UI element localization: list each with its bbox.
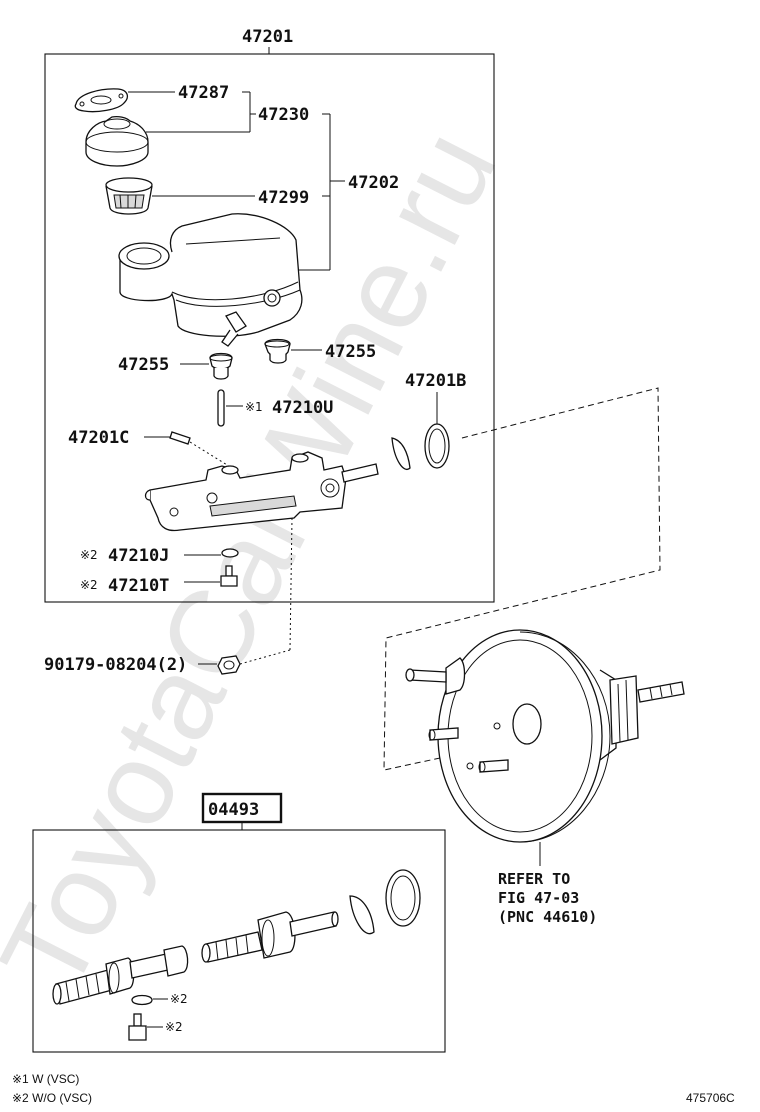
grommet-left [209,352,233,380]
brake-booster [405,629,685,843]
gasket-47210J [221,548,239,558]
grommet-right [264,338,291,364]
repair-kit-box [32,829,446,1053]
reservoir-strainer [105,177,153,215]
marker-1-47210U: ※1 [245,400,263,414]
part-label-47210U[interactable]: 47210U [272,398,333,418]
part-label-47210J[interactable]: 47210J [108,546,169,566]
secondary-piston [52,945,189,1005]
marker-2-kit-gasket: ※2 [170,992,188,1006]
legend-note-2: ※2 W/O (VSC) [12,1091,92,1105]
bleeder-plug-47210T [220,565,238,587]
refer-line-2: FIG 47-03 [498,889,579,907]
part-label-47201B[interactable]: 47201B [405,371,466,391]
kit-o-ring [385,869,421,927]
marker-2-47210T: ※2 [80,578,98,592]
snap-ring [391,437,411,470]
marker-2-kit-plug: ※2 [165,1020,183,1034]
part-label-47255-right[interactable]: 47255 [325,342,376,362]
legend-note-1: ※1 W (VSC) [12,1072,79,1086]
part-label-47202[interactable]: 47202 [348,173,399,193]
mounting-outline [383,387,661,771]
reservoir-cap-gasket [74,88,129,113]
part-label-47287[interactable]: 47287 [178,83,229,103]
straight-pin [169,431,191,445]
part-label-04493[interactable]: 04493 [208,800,259,820]
master-cylinder-body [144,451,379,532]
kit-bleeder-plug [128,1013,147,1041]
reservoir-pin [217,389,225,427]
figure-code: 475706C [686,1091,735,1105]
refer-line-1: REFER TO [498,870,570,888]
kit-label-box [201,792,283,824]
reservoir-cap [85,115,149,167]
nut-90179 [217,655,241,675]
primary-piston [201,911,339,963]
part-label-47230[interactable]: 47230 [258,105,309,125]
kit-snap-ring [349,895,375,935]
part-label-47255-left[interactable]: 47255 [118,355,169,375]
part-label-90179[interactable]: 90179-08204(2) [44,655,187,675]
reservoir-tank [118,213,303,347]
part-label-47201[interactable]: 47201 [242,27,293,47]
refer-line-3: (PNC 44610) [498,908,597,926]
part-label-47201C[interactable]: 47201C [68,428,129,448]
part-label-47210T[interactable]: 47210T [108,576,169,596]
part-label-47299[interactable]: 47299 [258,188,309,208]
marker-2-47210J: ※2 [80,548,98,562]
kit-gasket [131,994,153,1006]
